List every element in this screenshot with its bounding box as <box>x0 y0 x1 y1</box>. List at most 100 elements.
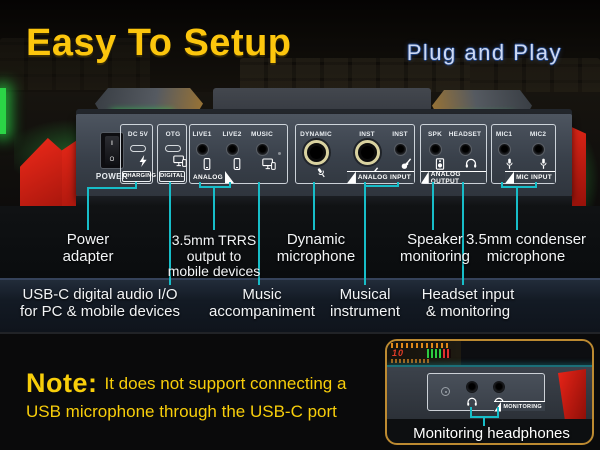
port-label: DYNAMIC <box>300 131 332 138</box>
port-label: INST <box>359 131 375 138</box>
group-tab: ANALOG OUTPUT <box>421 171 486 185</box>
keyboard-backdrop <box>460 341 592 369</box>
device-underside <box>76 196 572 206</box>
status-led <box>278 152 281 155</box>
led-glow-line <box>387 365 592 367</box>
port-label: MUSIC <box>251 131 273 138</box>
usb-c-port <box>130 145 146 152</box>
page-subtitle: Plug and Play <box>406 40 562 65</box>
port-live1: LIVE1 <box>182 130 222 171</box>
power-rocker: I O <box>105 136 119 165</box>
callout-line <box>364 187 366 285</box>
note-prefix: Note: <box>26 368 98 398</box>
jack-3-5mm <box>225 143 239 156</box>
port-label: DC 5V <box>127 131 149 138</box>
led-strip <box>0 88 6 134</box>
tab-slant <box>224 171 234 183</box>
port-label: SPK <box>428 131 442 138</box>
keyboard-backdrop <box>0 38 150 90</box>
jack-3-5mm <box>466 381 478 393</box>
callout-line <box>432 182 434 230</box>
switch-off-mark: O <box>109 157 115 163</box>
group-tab: ANALOG <box>190 171 234 183</box>
callout-line <box>470 407 472 418</box>
callout-line <box>516 188 518 230</box>
callout-line <box>364 182 366 187</box>
monitoring-inset: 10 MONITORING <box>385 339 594 445</box>
switch-on-mark: I <box>111 141 113 147</box>
phone-icon <box>212 158 252 171</box>
device-side: MONITORING <box>387 367 592 419</box>
level-bars-red <box>443 349 451 358</box>
note-line-2: USB microphone through the USB-C port <box>26 402 337 421</box>
tab-slant <box>494 401 502 412</box>
note-block: Note:It does not support connecting a US… <box>26 370 388 425</box>
jack-3-5mm <box>255 143 269 156</box>
callout-line <box>135 182 137 188</box>
jack-3-5mm <box>497 143 511 156</box>
port-live2: LIVE2 <box>212 130 252 171</box>
callout-line <box>87 187 137 189</box>
group-tab: ANALOG INPUT <box>346 171 414 184</box>
headphones-icon <box>466 397 478 406</box>
port-label: HEADSET <box>448 131 482 138</box>
callout-line <box>501 182 503 188</box>
callout-line <box>213 188 215 230</box>
meter-display: 10 <box>387 341 461 367</box>
inset-caption: Monitoring headphones <box>413 425 570 442</box>
mic-icon <box>296 167 336 180</box>
callout-line <box>462 182 464 285</box>
callout-line <box>258 182 260 285</box>
desk-edge-band <box>0 278 600 332</box>
group-tab: DIGITAL <box>159 171 185 182</box>
port-music: MUSIC <box>242 130 282 171</box>
meter-value: 10 <box>392 348 405 358</box>
port-label: MIC2 <box>529 131 547 138</box>
callout-headset-monitoring: Headset input& monitoring <box>421 286 515 320</box>
devices-icon <box>153 155 193 168</box>
jack-3-5mm <box>195 143 209 156</box>
grille-icon <box>441 387 450 396</box>
monitoring-tab: MONITORING <box>494 401 545 412</box>
meter-ticks <box>391 359 431 363</box>
lightning-icon <box>118 155 158 168</box>
port-label: INST <box>392 131 408 138</box>
callout-line <box>313 182 315 230</box>
power-label: POWER <box>95 172 129 181</box>
jack-3-5mm <box>393 143 407 156</box>
jack-3-5mm <box>531 143 545 156</box>
port-label: LIVE2 <box>222 131 242 138</box>
port-group-charging: DC 5V CHARGING <box>120 124 156 184</box>
jack-3-5mm <box>458 143 472 156</box>
port-spk: SPK <box>415 130 455 171</box>
devices-icon <box>242 158 282 171</box>
jack-6-35mm <box>354 140 380 165</box>
callout-line <box>535 182 537 188</box>
port-group-analog-input: DYNAMIC INST INST ANALOG INPUT <box>295 124 415 184</box>
port-group-digital: OTG DIGITAL <box>157 124 187 184</box>
desk-shadow-band <box>0 206 600 278</box>
mic-icon <box>518 158 558 171</box>
callout-line <box>169 182 171 285</box>
port-inst-3-5: INST <box>380 130 420 171</box>
group-tab: MIC INPUT <box>505 171 555 184</box>
port-mic2: MIC2 <box>518 130 558 171</box>
panel-top-edge <box>76 109 572 116</box>
jack-3-5mm <box>428 143 442 156</box>
jack-6-35mm <box>303 140 329 165</box>
mic-icon <box>484 158 524 171</box>
callout-line <box>501 186 537 188</box>
speaker-icon <box>415 158 455 171</box>
usb-c-port <box>165 145 181 152</box>
callout-line <box>364 185 399 187</box>
port-label: MIC1 <box>495 131 513 138</box>
callout-line <box>229 182 231 188</box>
callout-line <box>483 418 485 426</box>
callout-line <box>199 186 231 188</box>
port-group-analog: LIVE1 LIVE2 MUSIC ANALOG <box>189 124 288 184</box>
note-line-1: Note:It does not support connecting a <box>26 368 347 398</box>
